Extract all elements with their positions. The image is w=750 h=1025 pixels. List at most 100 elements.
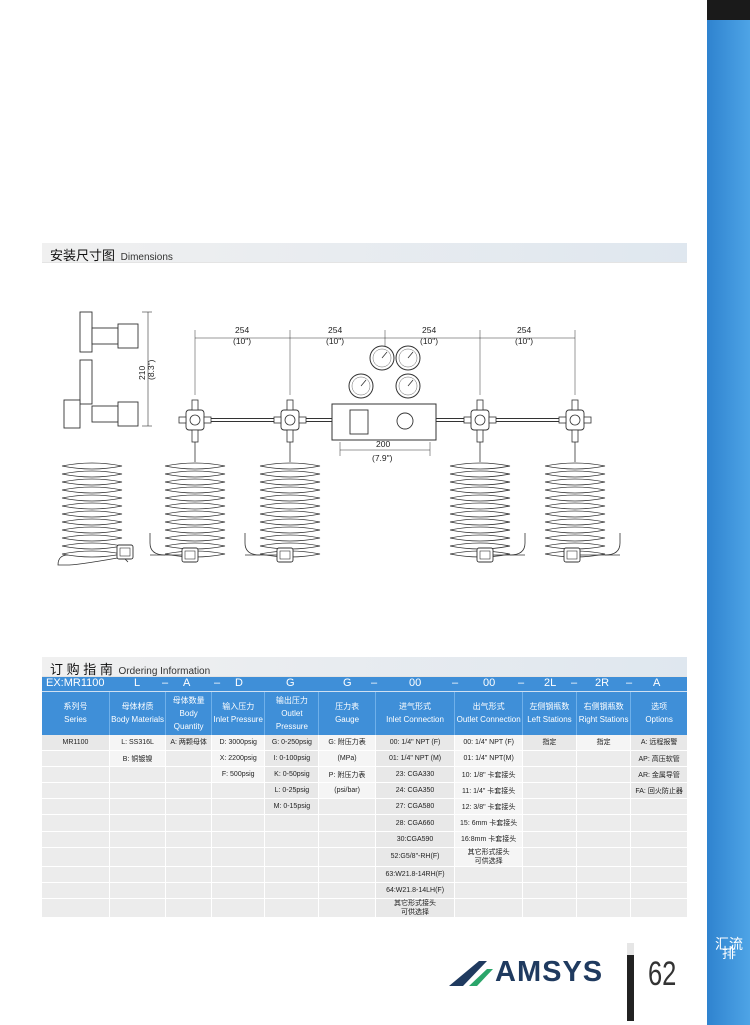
dimensions-title-cn: 安装尺寸图 <box>50 248 116 263</box>
cell-options: A: 远程报警 <box>630 734 687 752</box>
code-outlet: 00 <box>483 677 496 689</box>
cell-quantity <box>165 750 213 768</box>
brand-name: AMSYS <box>495 956 604 988</box>
cell-options: AP: 高压软管 <box>630 750 687 768</box>
cell-gauge <box>318 866 376 883</box>
cell-materials <box>109 766 167 784</box>
cell-quantity <box>165 898 213 918</box>
cell-outlet-connection <box>454 898 523 918</box>
page-number: 62 <box>648 955 677 993</box>
cell-options <box>630 814 687 832</box>
code-outlet-pressure: G <box>286 677 295 689</box>
code-sep-4: – <box>452 677 459 689</box>
cell-gauge: (MPa) <box>318 750 376 768</box>
center-panel: 200 (7.9") <box>331 345 437 463</box>
dim-2-inch: (10") <box>326 336 344 346</box>
cell-outlet-connection: 00: 1/4" NPT (F) <box>454 734 523 752</box>
cell-left-stations <box>522 831 578 848</box>
dim-3-inch: (10") <box>420 336 438 346</box>
code-sep-5: – <box>518 677 525 689</box>
cell-inlet-connection: 24: CGA350 <box>375 782 456 800</box>
cell-gauge <box>318 898 376 918</box>
cell-inlet-pressure <box>211 882 266 899</box>
side-band <box>707 20 750 1025</box>
dim-2: 254 <box>328 325 342 335</box>
cell-left-stations: 指定 <box>522 734 578 752</box>
cell-materials <box>109 814 167 832</box>
cell-series <box>42 782 110 800</box>
cell-gauge <box>318 798 376 816</box>
cell-gauge: P: 附压力表 <box>318 766 376 784</box>
cell-gauge <box>318 882 376 899</box>
table-row: 52:G5/8"-RH(F)其它形式接头可供选择 <box>42 847 687 867</box>
cell-materials: L: SS316L <box>109 734 167 752</box>
cell-options <box>630 866 687 883</box>
cell-left-stations <box>522 750 578 768</box>
cell-inlet-pressure <box>211 782 266 800</box>
dim-3: 254 <box>422 325 436 335</box>
code-sep-7: – <box>626 677 633 689</box>
cell-inlet-connection: 23: CGA330 <box>375 766 456 784</box>
cell-outlet-pressure: K: 0-50psig <box>264 766 320 784</box>
cell-materials <box>109 898 167 918</box>
code-gauge: G <box>343 677 352 689</box>
cell-right-stations <box>576 866 632 883</box>
footer-divider <box>627 943 634 1021</box>
height-dim: 210 <box>137 366 147 380</box>
code-inlet-pressure: D <box>235 677 243 689</box>
cell-series <box>42 750 110 768</box>
cell-left-stations <box>522 798 578 816</box>
code-sep-1: – <box>162 677 169 689</box>
cell-right-stations <box>576 847 632 867</box>
cell-right-stations <box>576 831 632 848</box>
cell-outlet-pressure <box>264 898 320 918</box>
side-band-top <box>707 0 750 20</box>
cell-inlet-pressure <box>211 866 266 883</box>
cell-outlet-pressure: L: 0-25psig <box>264 782 320 800</box>
cell-materials <box>109 798 167 816</box>
top-dimension: 254 (10") 254 (10") 254 (10") 254 (10") <box>194 325 576 395</box>
brand-logo-mark <box>449 961 493 986</box>
cell-outlet-connection: 12: 3/8" 卡套接头 <box>454 798 523 816</box>
cell-gauge: (psi/bar) <box>318 782 376 800</box>
cell-right-stations <box>576 766 632 784</box>
height-dim-inch: (8.3") <box>146 359 156 380</box>
width-dim: 200 <box>376 439 390 449</box>
code-left: 2L <box>544 677 557 689</box>
cell-materials <box>109 782 167 800</box>
cell-right-stations <box>576 782 632 800</box>
dim-1: 254 <box>235 325 249 335</box>
cell-series <box>42 882 110 899</box>
width-dim-inch: (7.9") <box>372 453 393 463</box>
cell-outlet-pressure <box>264 866 320 883</box>
cell-quantity: A: 两颗母体 <box>165 734 213 752</box>
code-sep-3: – <box>371 677 378 689</box>
cell-gauge: G: 附压力表 <box>318 734 376 752</box>
cell-series <box>42 766 110 784</box>
table-row: 63:W21.8-14RH(F) <box>42 866 687 883</box>
code-sep-6: – <box>571 677 578 689</box>
ordering-table: EX:MR1100 L – A – D G G – 00 – 00 – 2L –… <box>42 677 687 918</box>
cell-quantity <box>165 882 213 899</box>
cell-outlet-pressure <box>264 831 320 848</box>
cell-outlet-connection: 其它形式接头可供选择 <box>454 847 523 867</box>
cell-outlet-connection <box>454 866 523 883</box>
cell-outlet-connection: 11: 1/4" 卡套接头 <box>454 782 523 800</box>
cell-inlet-connection: 28: CGA660 <box>375 814 456 832</box>
cell-series <box>42 847 110 867</box>
ordering-title-cn: 订 购 指 南 <box>50 662 113 677</box>
cell-gauge <box>318 831 376 848</box>
cell-outlet-pressure: I: 0-100psig <box>264 750 320 768</box>
cell-inlet-pressure: X: 2200psig <box>211 750 266 768</box>
cell-series: MR1100 <box>42 734 110 752</box>
